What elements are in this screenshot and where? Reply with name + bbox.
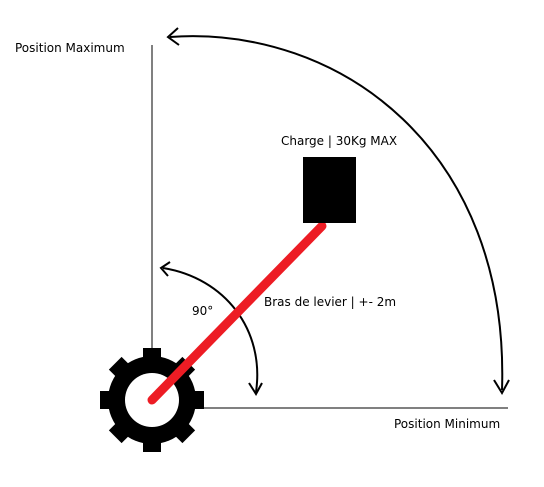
- lever-arm-label: Bras de levier | +- 2m: [264, 295, 397, 309]
- range-arc-arrow-bottom: [493, 379, 510, 396]
- range-arc-arrow-top: [166, 27, 180, 46]
- load-block: [303, 157, 356, 223]
- position-min-label: Position Minimum: [394, 417, 501, 431]
- lever-arm: [147, 221, 327, 405]
- angle-arc-arrow-bottom: [248, 382, 263, 396]
- angle-label: 90°: [192, 304, 214, 318]
- position-max-label: Position Maximum: [15, 41, 125, 55]
- charge-label: Charge | 30Kg MAX: [281, 134, 398, 148]
- angle-arc-arrow-top: [159, 261, 171, 277]
- range-arc: [169, 35, 504, 391]
